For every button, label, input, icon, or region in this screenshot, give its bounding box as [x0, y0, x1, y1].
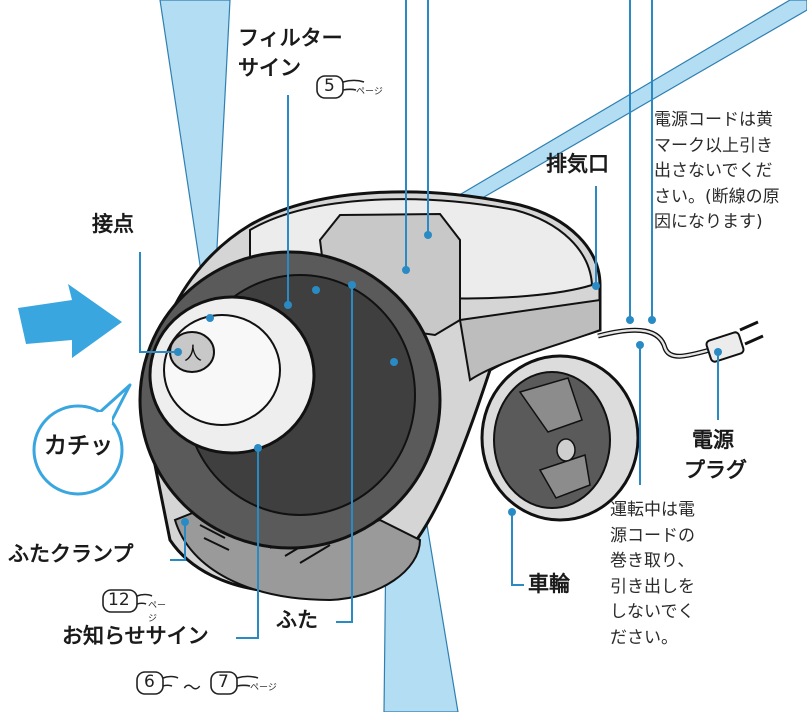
page-ref-suffix: ページ: [250, 683, 277, 693]
leader-wheel: [511, 512, 524, 586]
exhaust-label: 排気口: [546, 152, 609, 176]
cord-running-note: 運転中は電 源コードの 巻き取り、 引き出しを しないでく ださい。: [610, 498, 695, 651]
svg-text:人: 人: [184, 344, 202, 365]
note-line: さい。(断線の原: [654, 186, 780, 207]
page-ref-number: 7: [218, 672, 229, 692]
power-cord: [597, 320, 764, 363]
power-plug-label-line1: 電源: [692, 428, 734, 452]
page-range-separator: 〜: [183, 678, 201, 699]
wheel-illustration: [480, 354, 640, 522]
filter-sign-label-line2: サイン: [238, 56, 301, 80]
page-ref-notice-sign-to: 7 ページ: [210, 670, 282, 696]
note-line: 出さないでくだ: [654, 161, 773, 181]
click-sound-label: カチッ: [44, 433, 113, 459]
page-ref-lid-clamp: 12 ページ: [102, 588, 174, 624]
page-ref-filter-sign: 5 ページ: [316, 74, 388, 100]
page-ref-notice-sign-from: 6: [136, 670, 208, 696]
pointing-hand-icon: [316, 75, 365, 99]
cord-yellow-note: 電源コードは黄 マーク以上引き 出さないでくだ さい。(断線の原 因になります): [654, 108, 780, 236]
page-ref-number: 6: [144, 672, 155, 692]
note-line: 電源コードは黄: [654, 110, 773, 130]
pointing-hand-icon: [136, 671, 179, 695]
note-line: マーク以上引き: [654, 135, 773, 156]
lid-clamp-label: ふたクランプ: [8, 542, 134, 566]
note-line: 因になります): [654, 212, 763, 232]
contact-label: 接点: [92, 212, 134, 236]
leader-lines: [139, 0, 719, 639]
filter-sign-label-line1: フィルター: [238, 26, 343, 50]
note-line: ださい。: [610, 627, 678, 648]
page-ref-suffix: ページ: [148, 601, 167, 624]
note-line: 源コードの: [610, 525, 695, 546]
pointing-hand-icon: [102, 589, 153, 613]
note-line: しないでく: [610, 602, 695, 622]
note-line: 引き出しを: [610, 576, 695, 597]
leader-notice-sign: [236, 448, 259, 639]
pointing-hand-icon: [210, 671, 259, 695]
vacuum-body: 人: [138, 190, 602, 602]
note-line: 運転中は電: [610, 500, 695, 520]
power-plug-label-line2: プラグ: [684, 458, 747, 482]
leader-lid-clamp: [170, 522, 186, 561]
note-line: 巻き取り、: [610, 551, 695, 571]
leader-contact: [139, 252, 178, 353]
lid-label: ふた: [276, 608, 318, 632]
click-bubble: [32, 383, 132, 496]
page-ref-number: 5: [324, 76, 335, 96]
leader-lid: [336, 285, 353, 623]
page-ref-number: 12: [108, 590, 130, 610]
notice-sign-label: お知らせサイン: [62, 624, 209, 648]
wheel-label: 車輪: [528, 572, 570, 596]
leader-dots: [174, 231, 722, 526]
page-ref-suffix: ページ: [356, 87, 383, 97]
direction-arrow: [18, 284, 122, 358]
